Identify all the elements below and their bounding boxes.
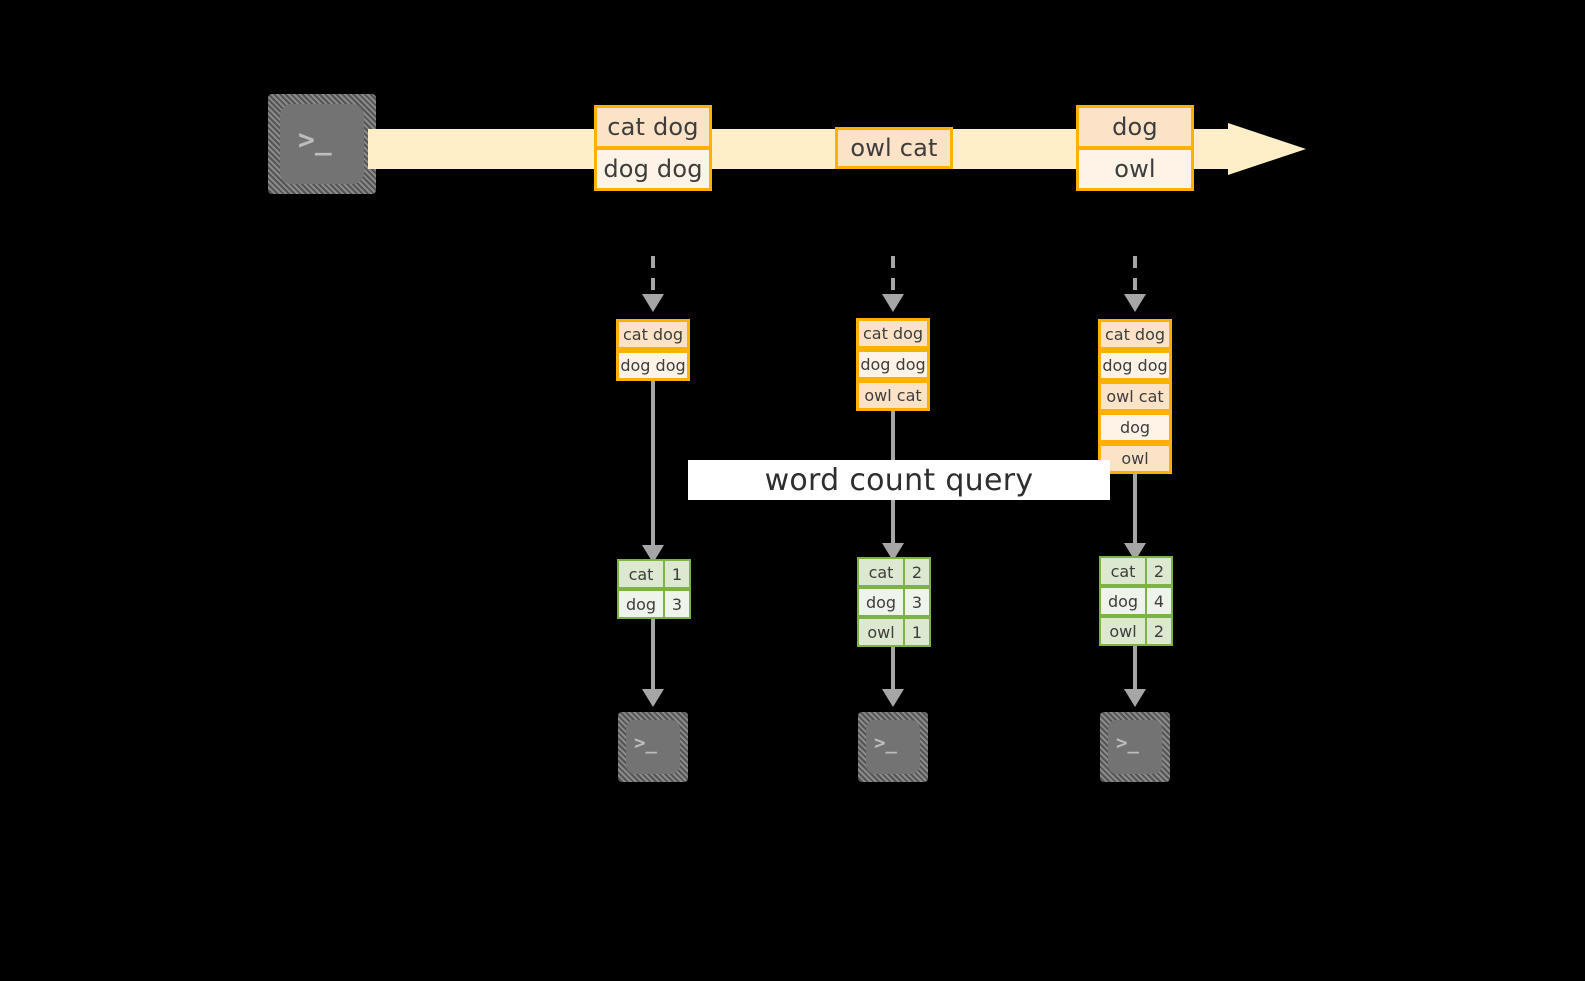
snapshot-0-query-arrowhead: [642, 545, 664, 563]
snapshot-0-log-row-0: cat dog: [616, 319, 690, 350]
snapshot-2-log-row-2: owl cat: [1098, 381, 1172, 412]
stream-event-1-line-0: owl cat: [835, 127, 953, 169]
snapshot-2-sink-arrowhead: [1124, 689, 1146, 707]
snapshot-1-log-row-0: cat dog: [856, 318, 930, 349]
snapshot-1-result-row-2-word: owl: [857, 617, 905, 647]
snapshot-2-result-row-1-word: dog: [1099, 586, 1147, 616]
stream-event-0-line-0: cat dog: [594, 105, 712, 149]
snapshot-1-sink-arrowhead: [882, 689, 904, 707]
snapshot-1-query-arrowhead: [882, 543, 904, 561]
stream-event-2-line-1: owl: [1076, 147, 1194, 191]
snapshot-0-stream-connector: [651, 256, 655, 296]
terminal-prompt-icon: >_: [874, 732, 897, 754]
snapshot-0-result-row-1-word: dog: [617, 589, 665, 619]
snapshot-2-result-row-2-word: owl: [1099, 616, 1147, 646]
snapshot-1-result-row-1-word: dog: [857, 587, 905, 617]
snapshot-0-sink-terminal-body: [626, 720, 680, 774]
snapshot-1-sink-connector: [891, 647, 895, 691]
snapshot-2-sink-connector: [1133, 646, 1137, 691]
snapshot-2-stream-connector: [1133, 256, 1137, 296]
snapshot-0-sink-arrowhead: [642, 689, 664, 707]
snapshot-2-result-row-2-count: 2: [1145, 616, 1173, 646]
snapshot-1-log-row-2: owl cat: [856, 380, 930, 411]
stream-event-0-line-1: dog dog: [594, 147, 712, 191]
snapshot-2-result-row-1-count: 4: [1145, 586, 1173, 616]
snapshot-0-log-row-1: dog dog: [616, 350, 690, 381]
snapshot-1-result-row-2-count: 1: [903, 617, 931, 647]
snapshot-2-result-row-0-count: 2: [1145, 556, 1173, 586]
snapshot-0-stream-arrowhead: [642, 294, 664, 312]
query-label: word count query: [688, 460, 1110, 500]
snapshot-0-result-row-1-count: 3: [663, 589, 691, 619]
snapshot-2-stream-arrowhead: [1124, 294, 1146, 312]
snapshot-2-sink-terminal-body: [1108, 720, 1162, 774]
snapshot-1-result-row-1-count: 3: [903, 587, 931, 617]
snapshot-1-stream-arrowhead: [882, 294, 904, 312]
terminal-prompt-icon: >_: [1116, 732, 1139, 754]
terminal-prompt-icon: >_: [298, 123, 332, 156]
snapshot-2-result-row-0-word: cat: [1099, 556, 1147, 586]
snapshot-1-result-row-0-count: 2: [903, 557, 931, 587]
snapshot-2-query-connector: [1133, 474, 1137, 545]
snapshot-0-result-row-0-word: cat: [617, 559, 665, 589]
terminal-prompt-icon: >_: [634, 732, 657, 754]
source-terminal-body: [280, 104, 364, 184]
snapshot-2-log-row-3: dog: [1098, 412, 1172, 443]
snapshot-0-result-row-0-count: 1: [663, 559, 691, 589]
stream-event-2-line-0: dog: [1076, 105, 1194, 149]
snapshot-1-stream-connector: [891, 256, 895, 296]
snapshot-1-result-row-0-word: cat: [857, 557, 905, 587]
snapshot-1-sink-terminal-body: [866, 720, 920, 774]
snapshot-1-log-row-1: dog dog: [856, 349, 930, 380]
snapshot-2-log-row-4: owl: [1098, 443, 1172, 474]
snapshot-0-sink-connector: [651, 619, 655, 691]
snapshot-0-query-connector: [651, 381, 655, 547]
snapshot-2-log-row-0: cat dog: [1098, 319, 1172, 350]
snapshot-2-log-row-1: dog dog: [1098, 350, 1172, 381]
